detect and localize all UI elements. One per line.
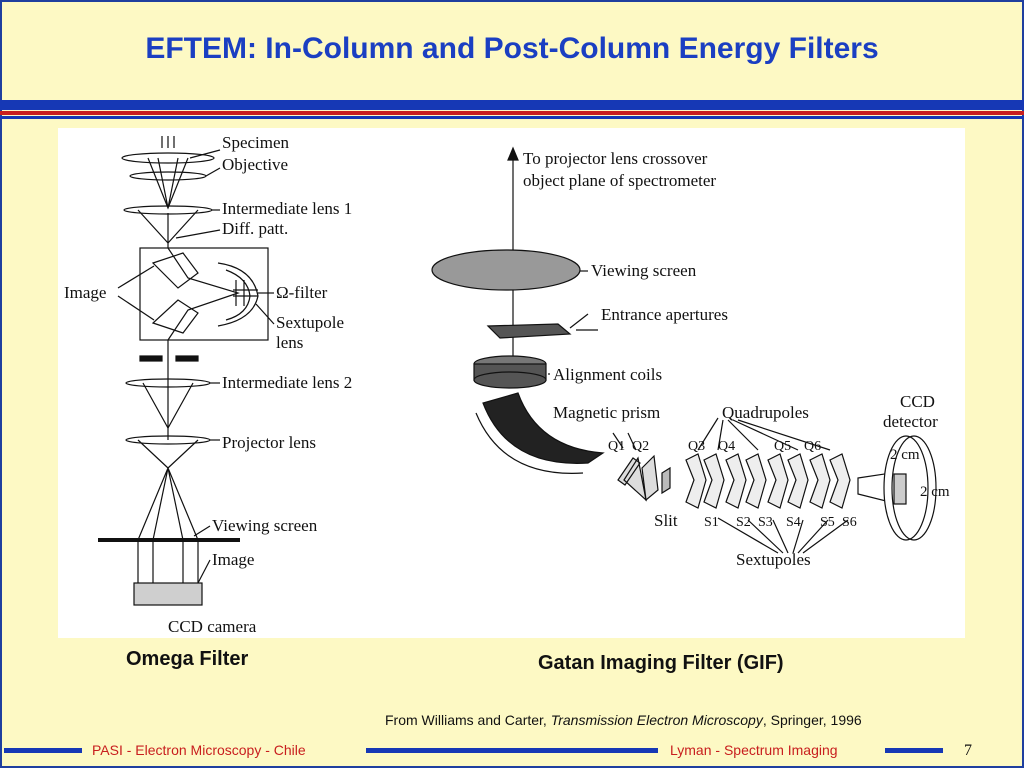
footer: PASI - Electron Microscopy - Chile Lyman… — [0, 738, 1024, 764]
label-projector-lens: Projector lens — [222, 433, 316, 452]
ccd-detector-rim — [891, 435, 937, 541]
source-book-title: Transmission Electron Microscopy — [550, 712, 763, 728]
footer-rule — [4, 748, 82, 753]
ray-bundle — [147, 157, 189, 210]
pointer — [197, 559, 211, 584]
label-viewing-screen: Viewing screen — [212, 516, 318, 535]
label-q3: Q3 — [688, 439, 705, 454]
label-objective: Objective — [222, 155, 288, 174]
diagram-svg: Specimen Objective Intermediate lens 1 D… — [64, 133, 950, 636]
pointer — [117, 295, 155, 321]
caption-omega-filter: Omega Filter — [126, 648, 249, 670]
caption-gif: Gatan Imaging Filter (GIF) — [538, 652, 784, 674]
gif-diagram — [431, 146, 937, 554]
footer-left-text: PASI - Electron Microscopy - Chile — [92, 742, 306, 758]
pointer — [205, 167, 221, 177]
label-specimen: Specimen — [222, 133, 290, 152]
label-to-projector: To projector lens crossover — [523, 149, 708, 168]
label-image: Image — [64, 283, 106, 302]
label-lens: lens — [276, 333, 303, 352]
footer-rule — [885, 748, 943, 753]
label-detector: detector — [883, 412, 938, 431]
label-diff-patt: Diff. patt. — [222, 219, 288, 238]
label-intermediate-lens-2: Intermediate lens 2 — [222, 373, 352, 392]
omega-filter-diagram — [98, 136, 275, 606]
label-gif-viewing-screen: Viewing screen — [591, 261, 697, 280]
specimen-lens — [121, 152, 215, 164]
label-dim-1: 2 cm — [890, 447, 920, 463]
pointer — [175, 229, 221, 239]
label-image-bottom: Image — [212, 550, 254, 569]
label-ccd-camera: CCD camera — [168, 617, 257, 636]
viewing-screen-disc — [431, 249, 581, 291]
omega-prism-right — [217, 262, 259, 327]
source-suffix: , Springer, 1996 — [762, 712, 862, 728]
source-prefix: From Williams and Carter, — [385, 712, 551, 728]
alignment-coils-bottom — [473, 371, 547, 389]
ray-bundle — [137, 540, 199, 583]
source-citation: From Williams and Carter, Transmission E… — [385, 712, 862, 728]
omega-labels: Specimen Objective Intermediate lens 1 D… — [64, 133, 352, 636]
pointer-quadrupoles — [697, 417, 831, 451]
label-s6: S6 — [842, 515, 857, 530]
quadrupole-q2 — [641, 454, 659, 502]
label-object-plane: object plane of spectrometer — [523, 171, 716, 190]
label-dim-2: 2 cm — [920, 484, 950, 500]
label-ccd: CCD — [900, 392, 935, 411]
arrow-up-icon — [507, 146, 519, 161]
label-s2: S2 — [736, 515, 751, 530]
pointer — [117, 265, 155, 289]
pointer — [612, 432, 637, 451]
label-sextupoles: Sextupoles — [736, 550, 811, 569]
label-q4: Q4 — [718, 439, 735, 454]
omega-ray-path — [167, 247, 240, 341]
footer-right-text: Lyman - Spectrum Imaging — [670, 742, 838, 758]
label-entrance-apertures: Entrance apertures — [601, 305, 728, 324]
pointer — [255, 303, 275, 325]
label-quadrupoles: Quadrupoles — [722, 403, 809, 422]
label-s5: S5 — [820, 515, 835, 530]
omega-prism-right-inner — [225, 269, 251, 321]
label-magnetic-prism: Magnetic prism — [553, 403, 660, 422]
entrance-apertures-plate — [486, 323, 572, 339]
label-alignment-coils: Alignment coils — [553, 365, 662, 384]
header-rule-blue-thin — [0, 116, 1024, 119]
ccd-camera-box — [133, 582, 203, 606]
aperture-right — [175, 355, 199, 362]
label-intermediate-lens-1: Intermediate lens 1 — [222, 199, 352, 218]
detector-chip — [893, 473, 907, 505]
label-s3: S3 — [758, 515, 773, 530]
pointer — [193, 525, 211, 537]
pointer — [189, 149, 221, 159]
ray-bundle — [137, 439, 199, 541]
label-s1: S1 — [704, 515, 719, 530]
element-stack — [685, 453, 851, 509]
footer-rule — [366, 748, 658, 753]
label-s4: S4 — [786, 515, 801, 530]
label-sextupole: Sextupole — [276, 313, 344, 332]
label-q2: Q2 — [632, 439, 649, 454]
quadrupole-q1 — [617, 456, 647, 502]
label-q5: Q5 — [774, 439, 791, 454]
omega-filter-box — [139, 247, 269, 341]
magnetic-prism-edge — [475, 412, 584, 474]
magnetic-prism — [482, 392, 605, 464]
diagram-figure: Specimen Objective Intermediate lens 1 D… — [58, 128, 965, 638]
label-omega-filter: Ω-filter — [276, 283, 328, 302]
page-number: 7 — [964, 742, 972, 759]
header-rule-red — [0, 111, 1024, 115]
aperture-left — [139, 355, 163, 362]
header-rule-blue — [0, 100, 1024, 110]
pointer-sextupoles — [717, 517, 849, 554]
label-q6: Q6 — [804, 439, 821, 454]
objective-lens — [129, 171, 207, 181]
pointer — [569, 313, 589, 329]
slide-title: EFTEM: In-Column and Post-Column Energy … — [145, 32, 879, 65]
label-slit: Slit — [654, 511, 678, 530]
omega-prism-lower-left — [151, 299, 199, 334]
label-q1: Q1 — [608, 439, 625, 454]
gif-labels: To projector lens crossover object plane… — [523, 149, 950, 569]
slit-block — [661, 466, 671, 495]
